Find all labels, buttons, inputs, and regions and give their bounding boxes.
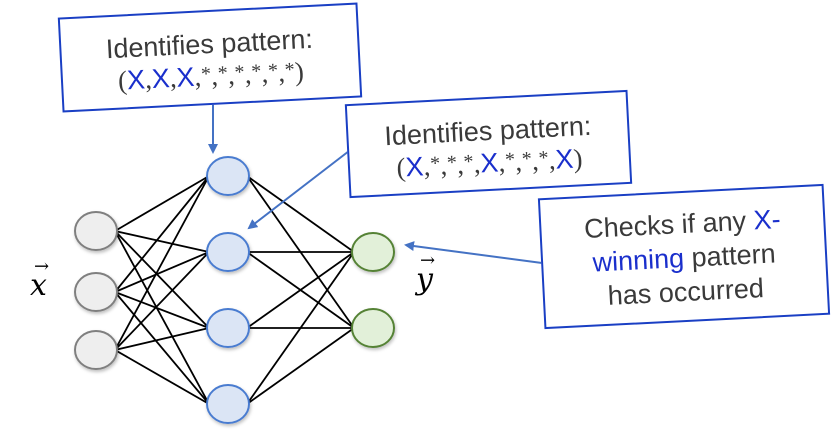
pattern-wildcard: *: [504, 148, 516, 172]
callout-highlight: winning: [591, 243, 685, 278]
pattern-wildcard: *: [463, 150, 475, 174]
arrow-callout-3-to-output-node-1: [404, 241, 543, 264]
edge-input-3-to-hidden-3: [114, 327, 210, 351]
pattern-wildcard: *: [537, 146, 550, 170]
callout-pattern-diagonal: Identifies pattern: (X,*,*,*,X,*,*,*,X): [344, 89, 633, 199]
pattern-wildcard: *: [250, 60, 262, 83]
paren-close: ): [572, 143, 584, 174]
pattern-wildcard: *: [521, 147, 533, 171]
edge-input-3-to-hidden-4: [114, 349, 210, 405]
edge-input-1-to-hidden-2: [114, 230, 210, 253]
pattern-x: X: [404, 151, 425, 183]
pattern-wildcard: *: [284, 58, 296, 82]
edge-input-2-to-hidden-4: [114, 291, 210, 405]
output-node-1: [351, 232, 395, 272]
edge-hidden-4-to-output-1: [246, 251, 355, 405]
pattern-wildcard: *: [446, 151, 458, 175]
arrow-callout-2-to-hidden-node-2: [247, 150, 350, 230]
output-vector-label: → y: [416, 250, 435, 297]
paren-close: ): [294, 56, 305, 87]
edge-input-2-to-hidden-1: [114, 175, 210, 293]
pattern-x: X: [479, 147, 500, 179]
edge-input-2-to-hidden-2: [114, 251, 210, 293]
pattern-x: X: [175, 61, 196, 93]
edge-input-3-to-hidden-2: [114, 251, 210, 351]
pattern-wildcard: *: [234, 61, 246, 84]
pattern-x: X: [150, 63, 171, 94]
pattern-wildcard: *: [217, 62, 229, 85]
pattern-wildcard: *: [200, 62, 212, 86]
pattern-x: X: [126, 64, 146, 96]
output-node-2: [351, 308, 395, 348]
vector-arrow-icon: →: [420, 250, 436, 271]
pattern-wildcard: *: [267, 59, 279, 83]
edge-hidden-1-to-output-1: [246, 175, 355, 253]
hidden-node-3: [206, 308, 250, 348]
network-edges: [114, 175, 355, 405]
edge-input-1-to-hidden-1: [114, 175, 210, 232]
callout-arrows: [208, 104, 543, 264]
input-node-1: [74, 211, 118, 251]
pattern-x: X: [554, 143, 575, 175]
callout-pattern-row: Identifies pattern: (X,X,X,*,*,*,*,*,*): [57, 2, 363, 113]
hidden-node-4: [206, 384, 250, 424]
callout-output-check: Checks if any X- winning pattern has occ…: [537, 183, 831, 330]
edge-input-3-to-hidden-1: [114, 175, 210, 351]
edge-hidden-4-to-output-2: [246, 327, 355, 405]
edge-input-1-to-hidden-4: [114, 230, 210, 405]
input-node-2: [74, 272, 118, 312]
hidden-node-2: [206, 232, 250, 272]
hidden-node-1: [206, 156, 250, 196]
output-vector-symbol: y: [416, 262, 433, 297]
input-node-3: [74, 330, 118, 370]
input-vector-symbol: x: [30, 268, 47, 303]
edge-input-2-to-hidden-3: [114, 291, 210, 329]
input-vector-label: → x: [30, 256, 49, 303]
callout-highlight: X-: [752, 204, 782, 236]
pattern-wildcard: *: [429, 152, 441, 175]
edge-input-1-to-hidden-3: [114, 230, 210, 329]
callout-text: pattern: [683, 238, 777, 273]
edge-hidden-3-to-output-1: [246, 251, 355, 329]
network-nodes: [74, 156, 395, 424]
vector-arrow-icon: →: [34, 256, 50, 277]
